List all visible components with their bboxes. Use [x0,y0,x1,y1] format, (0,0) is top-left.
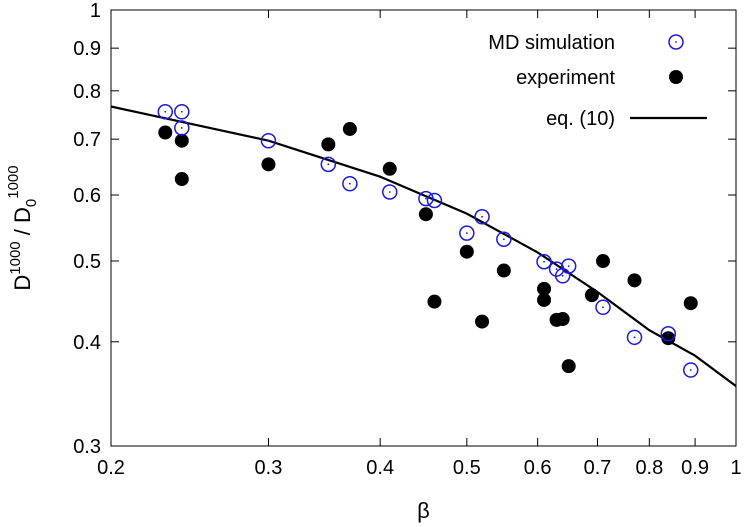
md-simulation-point [426,192,443,209]
md-simulation-point-center [327,163,330,166]
legend-md-marker-center [675,41,677,43]
md-simulation-point [536,253,552,270]
x-tick-label: 0.2 [97,457,125,479]
x-tick-label: 0.9 [681,457,709,479]
y-tick-label: 1 [90,0,101,22]
y-tick-label: 0.9 [73,38,101,60]
experiment-point [475,314,490,329]
y-label-sup2: 1000 [5,165,22,198]
legend-symbols [630,34,707,120]
experiment-point [683,296,698,311]
x-tick-label: 0.4 [366,457,394,479]
md-simulation-point-center [433,199,436,202]
md-simulation-point-center [180,110,183,113]
experiment-point [661,331,676,346]
md-simulation-point [157,104,174,120]
experiment-point [382,161,397,176]
experiment-point [459,244,474,259]
md-simulation-point-center [388,191,391,193]
y-tick-label: 0.7 [73,129,101,151]
experiment-point [418,207,433,222]
md-simulation-point-center [465,232,468,235]
md-simulation-point-center [689,369,692,371]
y-tick-label: 0.4 [73,332,101,354]
x-tick-label: 0.3 [255,457,283,479]
md-simulation-point-center [561,274,564,277]
x-tick-label: 0.8 [635,457,663,479]
md-simulation-point-center [543,260,545,263]
experiment-point [595,254,610,269]
md-simulation-point-center [267,139,270,142]
md-simulation-point [595,299,611,316]
axis-ticks [110,9,737,447]
experiment-point [321,137,336,152]
md-simulation-point [320,156,337,173]
md-simulation-point [342,175,358,192]
experiment-point [537,292,552,307]
legend-label-experiment: experiment [516,67,615,89]
md-simulation-point-center [348,182,351,185]
md-simulation-point [174,120,190,136]
experiment-point [584,288,599,303]
md-simulation-point-center [481,215,483,218]
y-label-sup1: 1000 [7,241,24,274]
x-tick-label: 0.5 [453,457,481,479]
md-simulation-point [382,184,398,200]
experiment-point [496,263,511,278]
md-simulation-point-center [602,306,604,309]
experiment-point [555,312,570,327]
y-label-sub: 0 [23,199,40,207]
md-simulation-point-center [180,127,183,129]
md-simulation-point [682,362,699,378]
experiment-point [561,359,576,374]
md-simulation-point [626,329,643,346]
md-simulation-point-center [425,197,427,200]
experiment-point [174,133,189,148]
y-tick-label: 0.6 [73,185,101,207]
y-label-main: D [10,275,35,291]
plot-area [110,104,737,387]
x-tick-label: 0.6 [524,457,552,479]
md-simulation-point [260,132,277,149]
md-simulation-point-center [502,238,505,241]
experiment-point [158,125,173,140]
md-simulation-point-center [164,110,167,113]
legend-label-md-simulation: MD simulation [488,32,615,54]
experiment-point [537,281,552,296]
md-simulation-point [174,104,190,120]
experiment-point [427,294,442,309]
experiment-point [627,273,642,288]
experiment-point [342,121,357,136]
md-simulation-point [496,231,512,247]
y-tick-label: 0.5 [73,251,101,273]
x-tick-label: 0.7 [584,457,612,479]
y-tick-label: 0.8 [73,81,101,103]
md-simulation-point-center [633,336,636,339]
y-axis-label: D1000 / D01000 [5,165,40,290]
experiment-point [174,172,189,187]
md-simulation-point [474,209,490,225]
eq10-curve [110,105,737,387]
legend: MD simulation experiment eq. (10) [488,32,707,130]
legend-experiment-marker [669,70,683,84]
y-tick-label: 0.3 [73,436,101,458]
md-simulation-point-center [555,268,558,270]
legend-md-marker [668,34,684,50]
md-simulation-point [459,225,475,241]
md-simulation-point [418,190,434,207]
experiment-point [261,157,276,172]
x-axis-label: β [417,498,430,523]
legend-label-eq10: eq. (10) [546,108,615,130]
x-tick-label: 1 [730,457,741,479]
md-simulation-point [560,258,577,274]
md-simulation-point-center [667,332,670,335]
md-simulation-point [660,326,677,342]
y-label-mid: / D [10,207,35,241]
md-simulation-point-center [567,265,570,268]
plot-frame [110,9,737,447]
